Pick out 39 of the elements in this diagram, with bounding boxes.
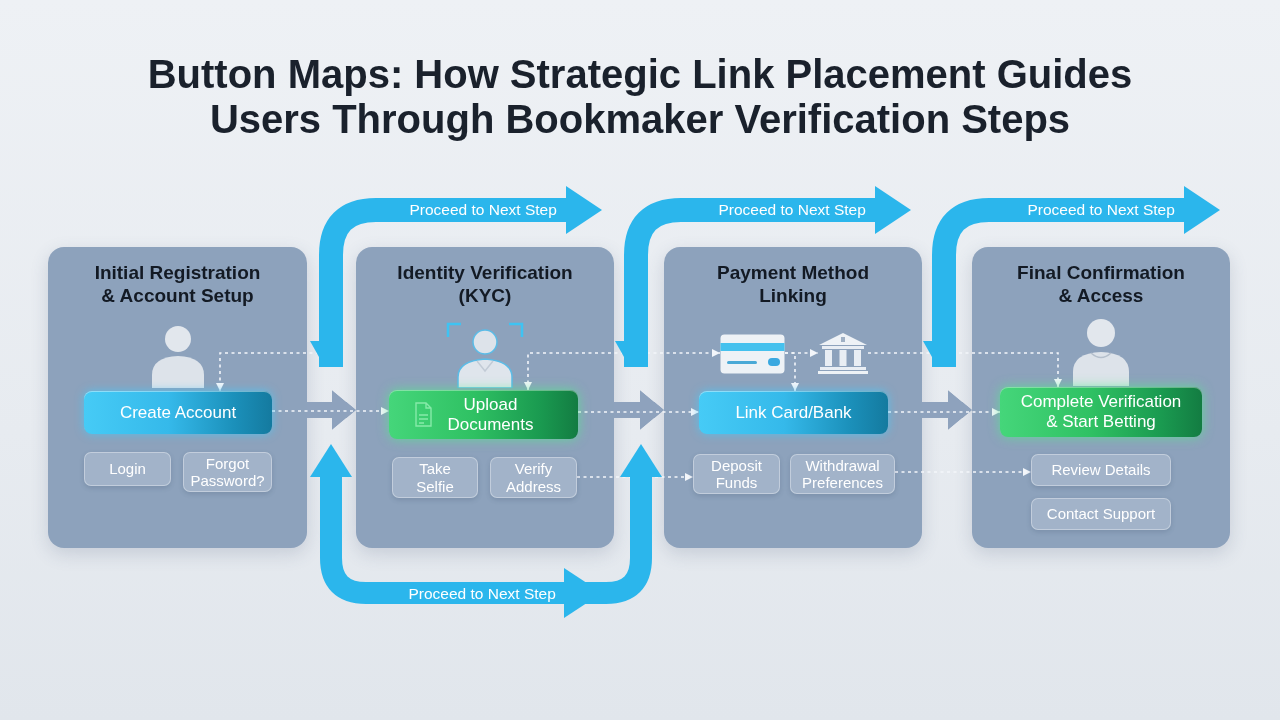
primary-button: Link Card/Bank xyxy=(699,391,888,434)
primary-button: Create Account xyxy=(84,391,272,434)
secondary-button: Forgot Password? xyxy=(183,452,272,492)
primary-button: Upload Documents xyxy=(389,390,578,439)
secondary-button: Verify Address xyxy=(490,457,577,498)
secondary-button: Contact Support xyxy=(1031,498,1171,530)
stage-panel xyxy=(972,247,1230,548)
dotted-arrow xyxy=(216,352,320,392)
credit-card-icon xyxy=(720,334,785,374)
dotted-arrow xyxy=(577,408,700,416)
secondary-button: Review Details xyxy=(1031,454,1171,486)
stage-panel xyxy=(48,247,307,548)
bank-icon xyxy=(818,332,868,374)
stage-panel xyxy=(664,247,922,548)
dotted-arrow xyxy=(576,473,694,481)
arrow-label: Proceed to Next Step xyxy=(409,201,557,219)
panel-heading: Initial Registration & Account Setup xyxy=(93,261,262,307)
secondary-button: Take Selfie xyxy=(392,457,478,498)
panel-heading: Payment Method Linking xyxy=(716,261,870,307)
stage-panel xyxy=(356,247,614,548)
arrow-label: Proceed to Next Step xyxy=(1027,201,1175,219)
panel-heading: Identity Verification (KYC) xyxy=(396,261,574,307)
chevron-arrow xyxy=(922,390,972,430)
diagram-title: Button Maps: How Strategic Link Placement Guides Users Through Bookmaker Verification Steps xyxy=(146,52,1134,142)
dotted-arrow xyxy=(784,352,799,392)
dotted-arrow xyxy=(894,468,1032,476)
dotted-arrow xyxy=(867,352,1062,388)
arrow-label: Proceed to Next Step xyxy=(408,585,556,603)
secondary-button: Login xyxy=(84,452,171,486)
chevron-arrow xyxy=(307,390,356,430)
primary-button: Complete Verification & Start Betting xyxy=(1000,387,1202,437)
dotted-arrow xyxy=(524,349,721,391)
secondary-button: Deposit Funds xyxy=(693,454,780,494)
dotted-arrow xyxy=(271,407,390,415)
arrow-label: Proceed to Next Step xyxy=(718,201,866,219)
panel-heading: Final Confirmation & Access xyxy=(1016,261,1186,307)
chevron-arrow xyxy=(614,390,664,430)
dotted-arrow xyxy=(887,408,1001,416)
secondary-button: Withdrawal Preferences xyxy=(790,454,895,494)
